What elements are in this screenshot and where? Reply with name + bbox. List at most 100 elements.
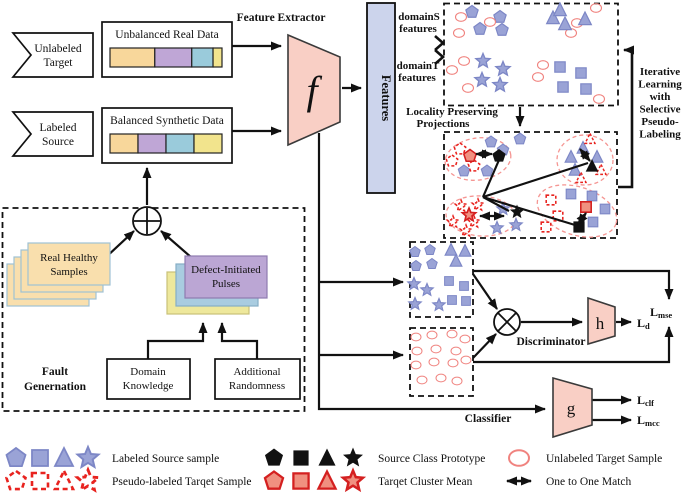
pseudo-labeled-pentagon-icon xyxy=(446,155,457,166)
pulse-card-front xyxy=(184,255,268,299)
unlabeled-target-ellipse-icon xyxy=(452,377,462,385)
arrow-source-to-lmse xyxy=(473,269,674,300)
additional-randomness-box xyxy=(214,358,301,400)
feature-extractor-trapezoid xyxy=(287,33,341,147)
source-square-icon xyxy=(588,217,598,227)
unlabeled-target-ellipse-icon xyxy=(448,359,458,367)
unlabeled-target-ellipse-icon xyxy=(463,84,474,93)
unlabeled-target-ellipse-icon xyxy=(411,361,421,369)
arrow-randomness-to-pulses xyxy=(217,322,259,359)
domain-t-label: domainT xyxy=(397,60,440,72)
features-label: Features xyxy=(379,75,393,121)
fault-generation-title: Genernation xyxy=(24,381,87,393)
arrow-defect-to-plus xyxy=(160,230,193,259)
legend-mean-square-icon xyxy=(293,473,308,488)
cluster-ellipse-pentagon xyxy=(444,137,512,181)
unlabeled-target-ellipse-icon xyxy=(431,345,441,353)
source-triangle-icon xyxy=(591,151,603,163)
unlabeled-target-ellipse-icon xyxy=(460,335,470,343)
legend-prototype-square-icon xyxy=(293,450,309,466)
class-bar-segment xyxy=(212,47,223,68)
feature-space-scatter xyxy=(447,3,605,103)
source-pentagon-icon xyxy=(411,261,421,271)
class-bar-segment xyxy=(193,133,223,154)
legend-cluster-mean-text: Tarqet Cluster Mean xyxy=(378,476,473,488)
match-line xyxy=(482,195,576,227)
feature-space-box xyxy=(443,2,619,107)
projected-cluster-scatter xyxy=(446,133,610,236)
arrow-iterative-feedback xyxy=(618,45,634,189)
chevron-domain-s-icon xyxy=(434,35,445,51)
unlabeled-target-label: Target xyxy=(44,57,74,69)
multiply-mixer-icon xyxy=(493,308,521,336)
discriminator-label: Discriminator xyxy=(517,336,586,348)
real-healthy-label: Samples xyxy=(50,266,87,278)
iterative-label: Labeling xyxy=(639,129,681,141)
arrow-target-to-mixer xyxy=(472,333,497,359)
defect-pulses-label: Pulses xyxy=(212,278,240,290)
legend-mean-star-icon xyxy=(343,471,363,490)
legend-source-square-icon xyxy=(32,450,48,466)
iterative-label: Selective xyxy=(640,104,681,116)
real-healthy-samples-stack xyxy=(6,242,111,307)
labeled-source-label: Source xyxy=(42,136,74,148)
source-triangle-icon xyxy=(445,244,457,256)
real-healthy-label: Real Healthy xyxy=(40,252,98,264)
legend-pseudo-text: Pseudo-labeled Tarqet Sample xyxy=(112,476,252,488)
match-lines xyxy=(475,148,591,227)
additional-randomness-label: Additional xyxy=(233,366,280,378)
legend-mean-triangle-icon xyxy=(318,472,335,489)
source-square-icon xyxy=(566,189,576,199)
labeled-source-square-icon xyxy=(555,62,565,72)
source-triangle-icon xyxy=(459,245,471,257)
one-to-one-arrow-square xyxy=(576,212,588,225)
pseudo-labeled-triangle-icon xyxy=(596,165,606,175)
source-star-icon xyxy=(433,299,445,311)
legend-unlabeled-text: Unlabeled Target Sample xyxy=(546,453,662,465)
unlabeled-target-ellipse-icon xyxy=(451,347,461,355)
cluster-ellipse-triangle xyxy=(556,134,614,186)
iterative-label: Learning xyxy=(638,79,682,91)
defect-pulses-label: Defect-Initiated xyxy=(191,264,261,276)
legend-mean-pentagon-icon xyxy=(265,472,283,489)
legend-source-pentagon-icon xyxy=(6,448,25,466)
source-star-icon xyxy=(421,284,433,296)
loss-ld-label: Ld xyxy=(637,316,650,331)
legend-pseudo-triangle-icon xyxy=(55,471,73,489)
chevron-domain-t-icon xyxy=(434,49,445,65)
labeled-source-pentagon-icon xyxy=(466,6,478,18)
domain-knowledge-box xyxy=(106,358,191,400)
unlabeled-target-flag xyxy=(11,32,94,78)
source-pentagon-icon xyxy=(410,247,420,257)
class-bar-segment xyxy=(109,133,139,154)
source-sample-scatter xyxy=(408,244,471,311)
features-box xyxy=(366,2,396,194)
iterative-label: Iterative xyxy=(640,66,680,78)
labeled-source-square-icon xyxy=(576,68,586,78)
legend xyxy=(6,447,531,490)
legend-prototype-text: Source Class Prototype xyxy=(378,453,485,465)
labeled-source-label: Labeled xyxy=(39,122,76,134)
source-pentagon-icon xyxy=(514,133,525,144)
labeled-source-star-icon xyxy=(493,78,507,92)
pseudo-labeled-star-icon xyxy=(455,200,466,211)
unlabeled-target-ellipse-icon xyxy=(417,376,427,384)
class-bar-segment xyxy=(109,47,156,68)
legend-one-to-one-text: One to One Match xyxy=(546,476,632,488)
match-line xyxy=(482,161,589,199)
class-bar-segment xyxy=(191,47,214,68)
unlabeled-target-ellipse-icon xyxy=(447,330,457,338)
domain-t-label: features xyxy=(398,72,436,84)
legend-unlabeled-ellipse-icon xyxy=(509,450,529,466)
source-square-icon xyxy=(448,296,457,305)
source-square-icon xyxy=(462,297,471,306)
flow-arrows xyxy=(103,35,674,425)
legend-pseudo-square-icon xyxy=(32,473,48,489)
lpp-label: Projections xyxy=(417,118,471,130)
defect-pulses-stack xyxy=(166,255,268,315)
unlabeled-target-ellipse-icon xyxy=(485,18,496,27)
source-pentagon-icon xyxy=(425,245,435,255)
arrow-source-to-mixer xyxy=(472,273,498,310)
